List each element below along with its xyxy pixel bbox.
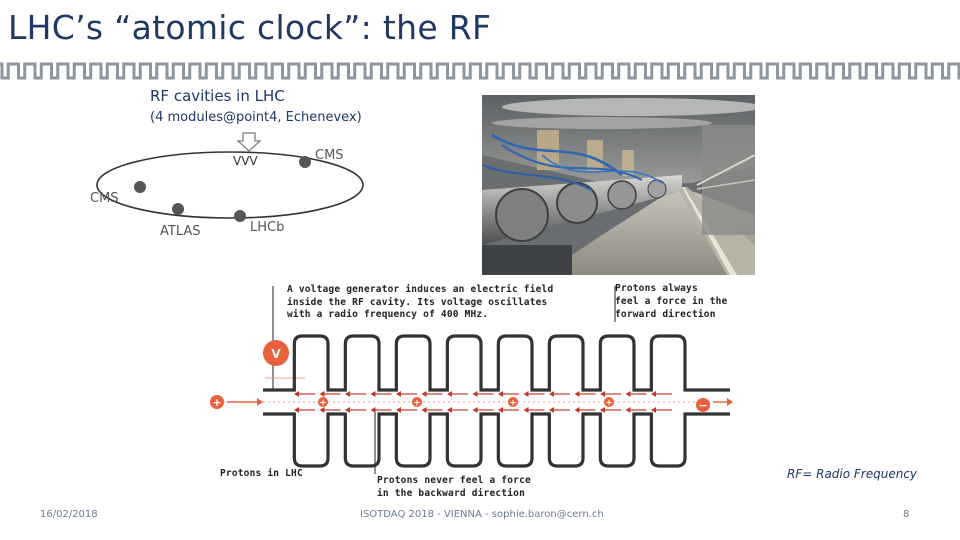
rf-location-arrow-icon xyxy=(236,132,262,152)
beam-proton-icon xyxy=(508,397,518,407)
field-arrow-head xyxy=(319,407,325,413)
note-voltage-line-1: A voltage generator induces an electric … xyxy=(287,284,554,295)
note-forward-force: Protons always feel a force in the forwa… xyxy=(615,282,727,321)
note-forward-line-2: feel a force in the xyxy=(615,296,728,307)
field-arrow-head xyxy=(625,391,631,397)
label-lhcb: LHCb xyxy=(250,220,285,235)
field-arrow-head xyxy=(447,391,452,397)
lhc-ring-diagram: VVV xyxy=(96,132,364,222)
beam-proton-symbol: + xyxy=(605,399,613,409)
field-arrow-head xyxy=(294,391,299,397)
field-arrow-head xyxy=(345,391,350,397)
field-arrow-head xyxy=(294,407,299,413)
voltage-symbol: V xyxy=(271,347,281,361)
note-backward-line-1: Protons never feel a force xyxy=(377,475,531,486)
label-cms-left: CMS xyxy=(90,191,119,206)
field-arrows: + + + + xyxy=(294,391,672,413)
rf-cavity-schematic: V + + + + + − xyxy=(210,286,733,474)
field-arrow-head xyxy=(396,391,401,397)
note-voltage-line-2: inside the RF cavity. Its voltage oscill… xyxy=(287,296,548,308)
field-arrow-head xyxy=(370,391,376,397)
proton-left-icon xyxy=(210,395,224,409)
note-forward-line-1: Protons always xyxy=(615,283,698,294)
field-arrow-head xyxy=(625,407,631,413)
field-arrow-head xyxy=(574,391,580,397)
field-arrow-head xyxy=(600,407,605,413)
cavity-lower-wall xyxy=(263,412,730,468)
note-protons-in-lhc: Protons in LHC xyxy=(220,468,303,479)
proton-left-symbol: + xyxy=(212,396,221,409)
footer-date: 16/02/2018 xyxy=(40,509,98,520)
note-voltage-line-3: with a radio frequency of 400 MHz. xyxy=(287,309,489,320)
note-forward-line-3: forward direction xyxy=(615,309,716,320)
rf-marker-text: VVV xyxy=(233,154,258,168)
field-arrow-head xyxy=(651,407,656,413)
point-atlas xyxy=(172,203,184,215)
beam-proton-icon xyxy=(604,397,614,407)
beam-proton-symbol: + xyxy=(509,399,517,409)
field-arrow-head xyxy=(396,407,401,413)
field-arrow-head xyxy=(498,391,503,397)
note-no-backward-force: Protons never feel a force in the backwa… xyxy=(377,475,531,500)
note-voltage-generator: A voltage generator induces an electric … xyxy=(287,284,553,322)
field-arrow-head xyxy=(651,391,656,397)
label-cms-top: CMS xyxy=(315,148,344,163)
rf-definition-note: RF= Radio Frequency xyxy=(787,467,918,481)
minus-charge-icon xyxy=(696,398,710,412)
field-arrow-head xyxy=(600,391,605,397)
beam-proton-symbol: + xyxy=(413,399,421,409)
field-arrow-head xyxy=(472,391,478,397)
field-arrow-head xyxy=(319,391,325,397)
slide-title: LHC’s “atomic clock”: the RF xyxy=(8,8,492,47)
field-arrow-head xyxy=(498,407,503,413)
decorative-wave-band xyxy=(0,62,960,80)
field-arrow-head xyxy=(472,407,478,413)
field-arrow-head xyxy=(523,391,529,397)
point-lhcb xyxy=(234,210,246,222)
label-atlas: ATLAS xyxy=(160,224,201,239)
minus-charge-symbol: − xyxy=(698,399,707,412)
voltage-source-icon xyxy=(263,340,289,366)
field-arrow-head xyxy=(549,391,554,397)
field-arrow-head xyxy=(549,407,554,413)
ring-caption-subtitle: (4 modules@point4, Echenevex) xyxy=(150,110,362,125)
footer-center: ISOTDAQ 2018 - VIENNA - sophie.baron@cer… xyxy=(360,509,604,520)
field-arrow-head xyxy=(421,407,427,413)
field-arrow-head xyxy=(370,407,376,413)
field-arrow-head xyxy=(421,391,427,397)
point-cms-top xyxy=(299,156,311,168)
rf-cavity-field-diagram: V + + + + + − A voltage generator induces a… xyxy=(205,278,745,500)
lhc-ring-ellipse xyxy=(96,151,364,219)
field-arrow-head xyxy=(447,407,452,413)
rf-cavities-tunnel-photo xyxy=(482,95,755,275)
footer-page-number: 8 xyxy=(903,509,910,520)
point-cms-left xyxy=(134,181,146,193)
field-arrow-head xyxy=(574,407,580,413)
field-arrow-head xyxy=(523,407,529,413)
beam-proton-icon xyxy=(412,397,422,407)
field-arrow-head xyxy=(345,407,350,413)
cavity-upper-wall xyxy=(263,334,730,392)
note-backward-line-2: in the backward direction xyxy=(377,487,525,499)
ring-caption-title: RF cavities in LHC xyxy=(150,87,285,105)
beam-proton-symbol: + xyxy=(319,399,327,409)
beam-proton-icon xyxy=(318,397,328,407)
